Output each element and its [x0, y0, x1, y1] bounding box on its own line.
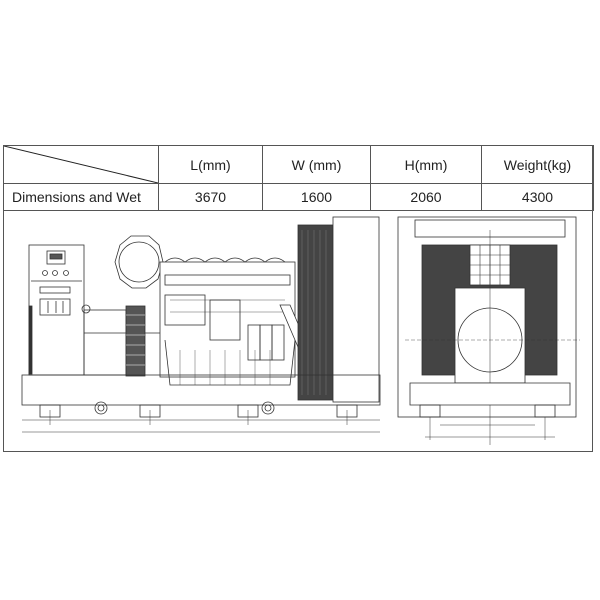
header-height: H(mm): [370, 145, 482, 184]
value-length: 3670: [158, 183, 263, 211]
header-length: L(mm): [158, 145, 263, 184]
diagonal-corner-cell: [3, 145, 159, 184]
row-label: Dimensions and Wet: [3, 183, 159, 211]
table-header-row: L(mm) W (mm) H(mm) Weight(kg): [3, 145, 594, 184]
diagonal-line: [4, 146, 158, 183]
dimensions-table: L(mm) W (mm) H(mm) Weight(kg) Dimensions…: [3, 145, 594, 211]
side-view-drawing: [21, 216, 381, 433]
header-weight: Weight(kg): [481, 145, 594, 184]
end-view-drawing: [397, 216, 580, 445]
table-row: Dimensions and Wet 3670 1600 2060 4300: [3, 183, 594, 211]
value-weight: 4300: [481, 183, 594, 211]
value-width: 1600: [262, 183, 371, 211]
value-height: 2060: [370, 183, 482, 211]
